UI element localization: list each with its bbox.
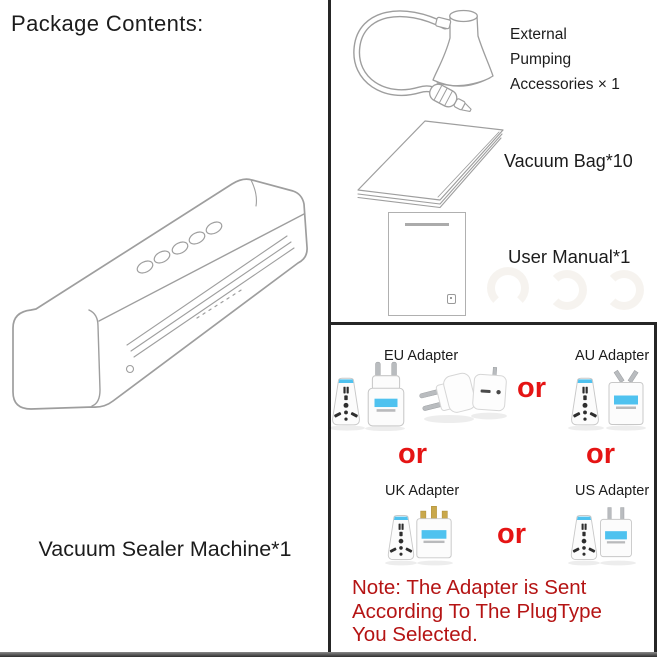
or-text-2: or [398,438,427,470]
au-adapter-label: AU Adapter [575,348,650,364]
au-adapter-photo [568,369,646,431]
machine-count-label: Vacuum Sealer Machine*1 [38,537,292,561]
front-markings [196,289,242,319]
pump-label-line1: External [510,26,567,43]
page-title: Package Contents: [11,11,204,36]
bottom-border [0,652,657,657]
eu-adapter-photo [329,361,405,431]
control-buttons [136,221,223,274]
watermark-ghost [604,270,644,310]
vacuum-bag-label: Vacuum Bag*10 [504,151,633,171]
pump-hose-icon [353,9,494,112]
or-text-1: or [517,372,546,404]
vacuum-bag-icon [357,120,504,209]
nozzle [429,83,472,112]
note-line1: Note: The Adapter is Sent [352,576,587,599]
vacuum-sealer-illustration [12,178,308,410]
eu-plug-white-photo [419,366,507,423]
suction-cup [432,9,494,87]
eu-adapter-label: EU Adapter [384,348,459,364]
pump-label-line3: Accessories × 1 [510,76,620,93]
adapter-note: Note: The Adapter is Sent According To T… [352,576,652,647]
pump-accessory-label: External Pumping Accessories × 1 [510,22,657,97]
adapter-panel-right-border [654,322,657,657]
manual-title-line [405,223,449,226]
vertical-divider [328,0,331,657]
user-manual-label: User Manual*1 [508,246,631,267]
uk-adapter-photo [385,505,453,566]
watermark-ghost [547,270,587,310]
horizontal-divider [328,322,657,325]
pump-label-line2: Pumping [510,51,572,68]
note-line3: You Selected. [352,623,478,646]
us-adapter-label: US Adapter [575,483,650,499]
user-manual-icon [388,212,466,316]
uk-adapter-label: UK Adapter [385,483,460,499]
manual-logo [447,294,456,304]
or-text-4: or [497,518,526,550]
note-line2: According To The PlugType [352,599,602,623]
watermark-ghost [487,267,529,309]
or-text-3: or [586,438,615,470]
us-adapter-photo [568,507,636,566]
